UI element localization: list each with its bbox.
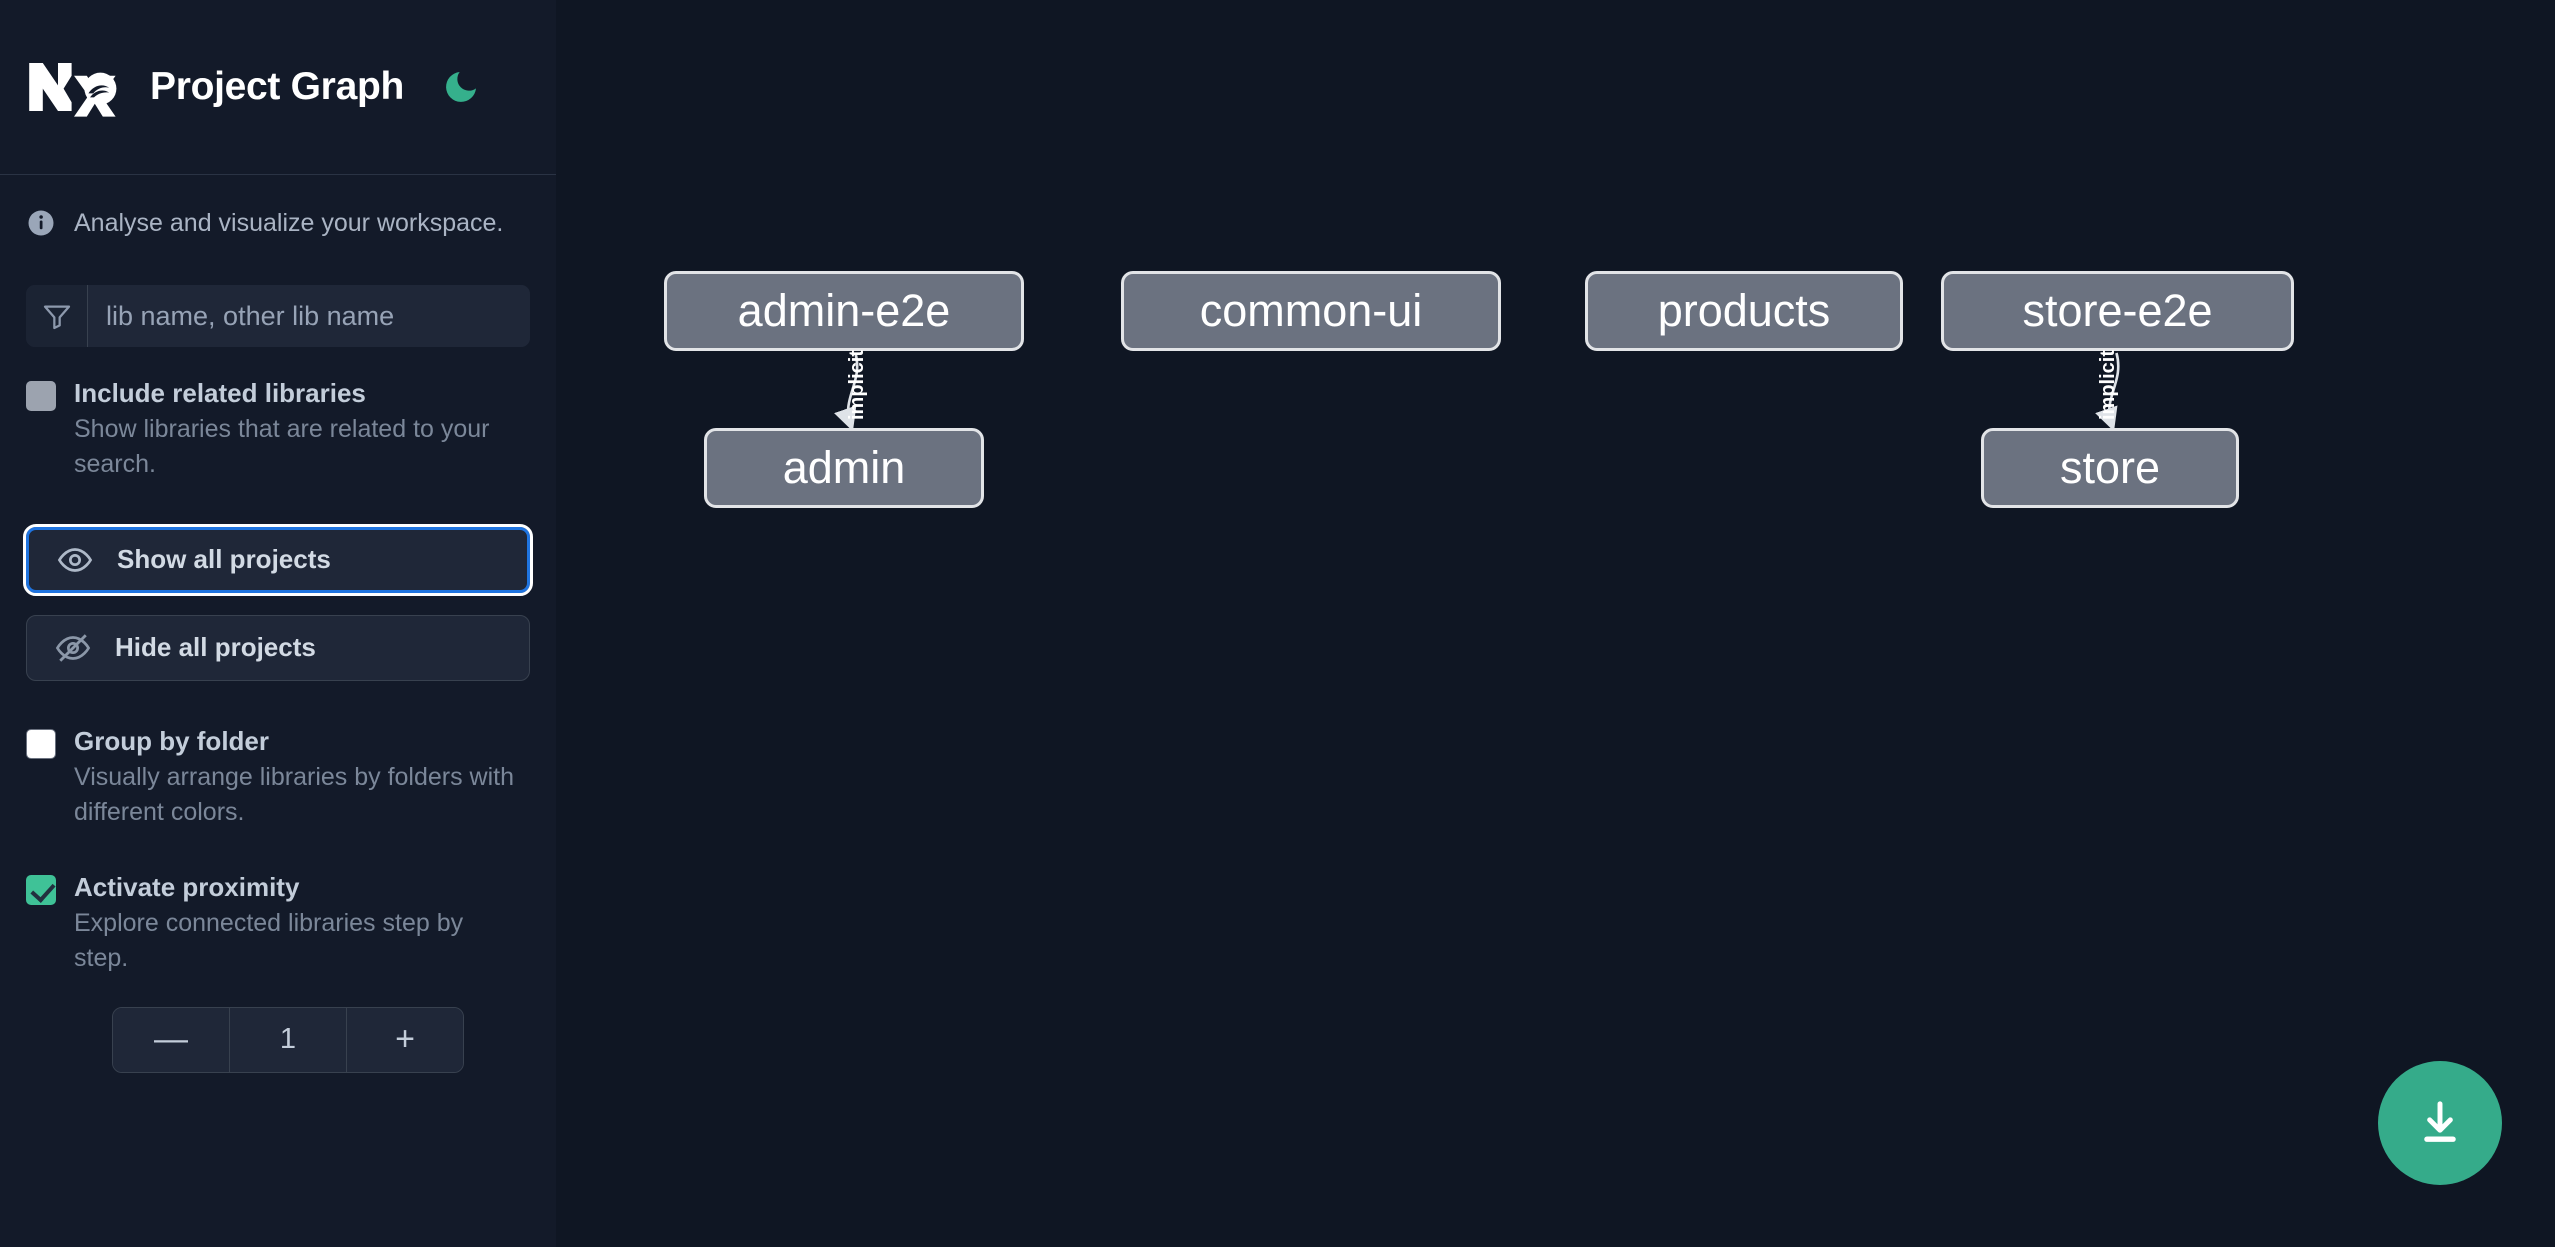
- hide-all-projects-label: Hide all projects: [115, 632, 316, 663]
- stepper-decrement-button[interactable]: —: [113, 1007, 229, 1072]
- nx-logo-icon: [29, 63, 117, 117]
- graph-node-store-e2e[interactable]: store-e2e: [1941, 271, 2294, 351]
- option-description: Visually arrange libraries by folders wi…: [74, 762, 515, 827]
- option-description: Show libraries that are related to your …: [74, 414, 490, 479]
- checkbox-include-related-libraries[interactable]: [26, 381, 56, 411]
- option-group-by-folder[interactable]: Group by folder Visually arrange librari…: [0, 723, 556, 831]
- stepper-increment-button[interactable]: +: [347, 1007, 463, 1072]
- graph-node-admin-e2e[interactable]: admin-e2e: [664, 271, 1024, 351]
- filter-field[interactable]: [26, 285, 530, 347]
- option-description: Explore connected libraries step by step…: [74, 908, 464, 973]
- proximity-stepper[interactable]: — 1 +: [112, 1006, 464, 1073]
- sidebar: Project Graph Analyse and visualize your…: [0, 0, 556, 1247]
- hide-all-projects-button[interactable]: Hide all projects: [26, 614, 530, 681]
- graph-node-store[interactable]: store: [1981, 428, 2239, 508]
- download-icon: [2424, 1101, 2456, 1142]
- checkbox-group-by-folder[interactable]: [26, 728, 56, 759]
- show-all-projects-label: Show all projects: [117, 544, 331, 575]
- edge-label-store-implicit: implicit: [2097, 349, 2119, 420]
- option-label: Activate proximity: [74, 871, 300, 902]
- edge-label-admin-implicit: implicit: [846, 349, 868, 420]
- stepper-value: 1: [229, 1007, 347, 1072]
- graph-node-common-ui[interactable]: common-ui: [1121, 271, 1501, 351]
- funnel-icon: [26, 285, 88, 347]
- eye-off-icon: [55, 634, 91, 662]
- show-all-projects-button[interactable]: Show all projects: [23, 523, 533, 596]
- sidebar-header: Project Graph: [0, 0, 556, 175]
- download-button[interactable]: [2378, 1061, 2502, 1185]
- moon-icon[interactable]: [438, 64, 484, 110]
- graph-edges: [834, 352, 2120, 432]
- option-label: Group by folder: [74, 725, 269, 756]
- tagline-row: Analyse and visualize your workspace.: [0, 175, 556, 271]
- info-icon: [28, 210, 54, 236]
- option-activate-proximity[interactable]: Activate proximity Explore connected lib…: [0, 869, 556, 977]
- graph-node-admin[interactable]: admin: [704, 428, 984, 508]
- graph-canvas[interactable]: admin-e2e common-ui products store-e2e a…: [556, 0, 2555, 1247]
- option-include-related-libraries[interactable]: Include related libraries Show libraries…: [0, 375, 556, 483]
- search-input[interactable]: [88, 285, 530, 347]
- sidebar-body: Analyse and visualize your workspace. In…: [0, 175, 556, 1073]
- funnel-glyph: [43, 305, 70, 330]
- option-texts: Activate proximity Explore connected lib…: [74, 869, 514, 977]
- graph-node-products[interactable]: products: [1585, 271, 1903, 351]
- moon-glyph: [446, 72, 476, 102]
- option-label: Include related libraries: [74, 378, 366, 408]
- eye-icon: [57, 548, 93, 572]
- tagline-text: Analyse and visualize your workspace.: [74, 208, 504, 237]
- checkbox-activate-proximity[interactable]: [26, 874, 56, 905]
- page-title: Project Graph: [150, 65, 404, 108]
- option-texts: Group by folder Visually arrange librari…: [74, 723, 514, 831]
- option-texts: Include related libraries Show libraries…: [74, 375, 514, 483]
